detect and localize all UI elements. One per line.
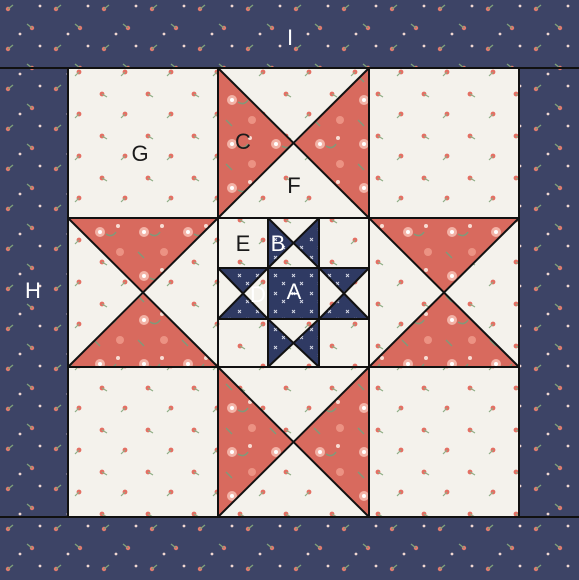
label-d: D <box>250 282 266 307</box>
label-g: G <box>131 141 148 166</box>
label-i: I <box>287 25 293 50</box>
label-f: F <box>287 173 300 198</box>
label-a: A <box>287 279 302 304</box>
label-h: H <box>25 278 41 303</box>
label-b: B <box>271 231 286 256</box>
label-c: C <box>235 129 251 154</box>
label-e: E <box>236 231 251 256</box>
